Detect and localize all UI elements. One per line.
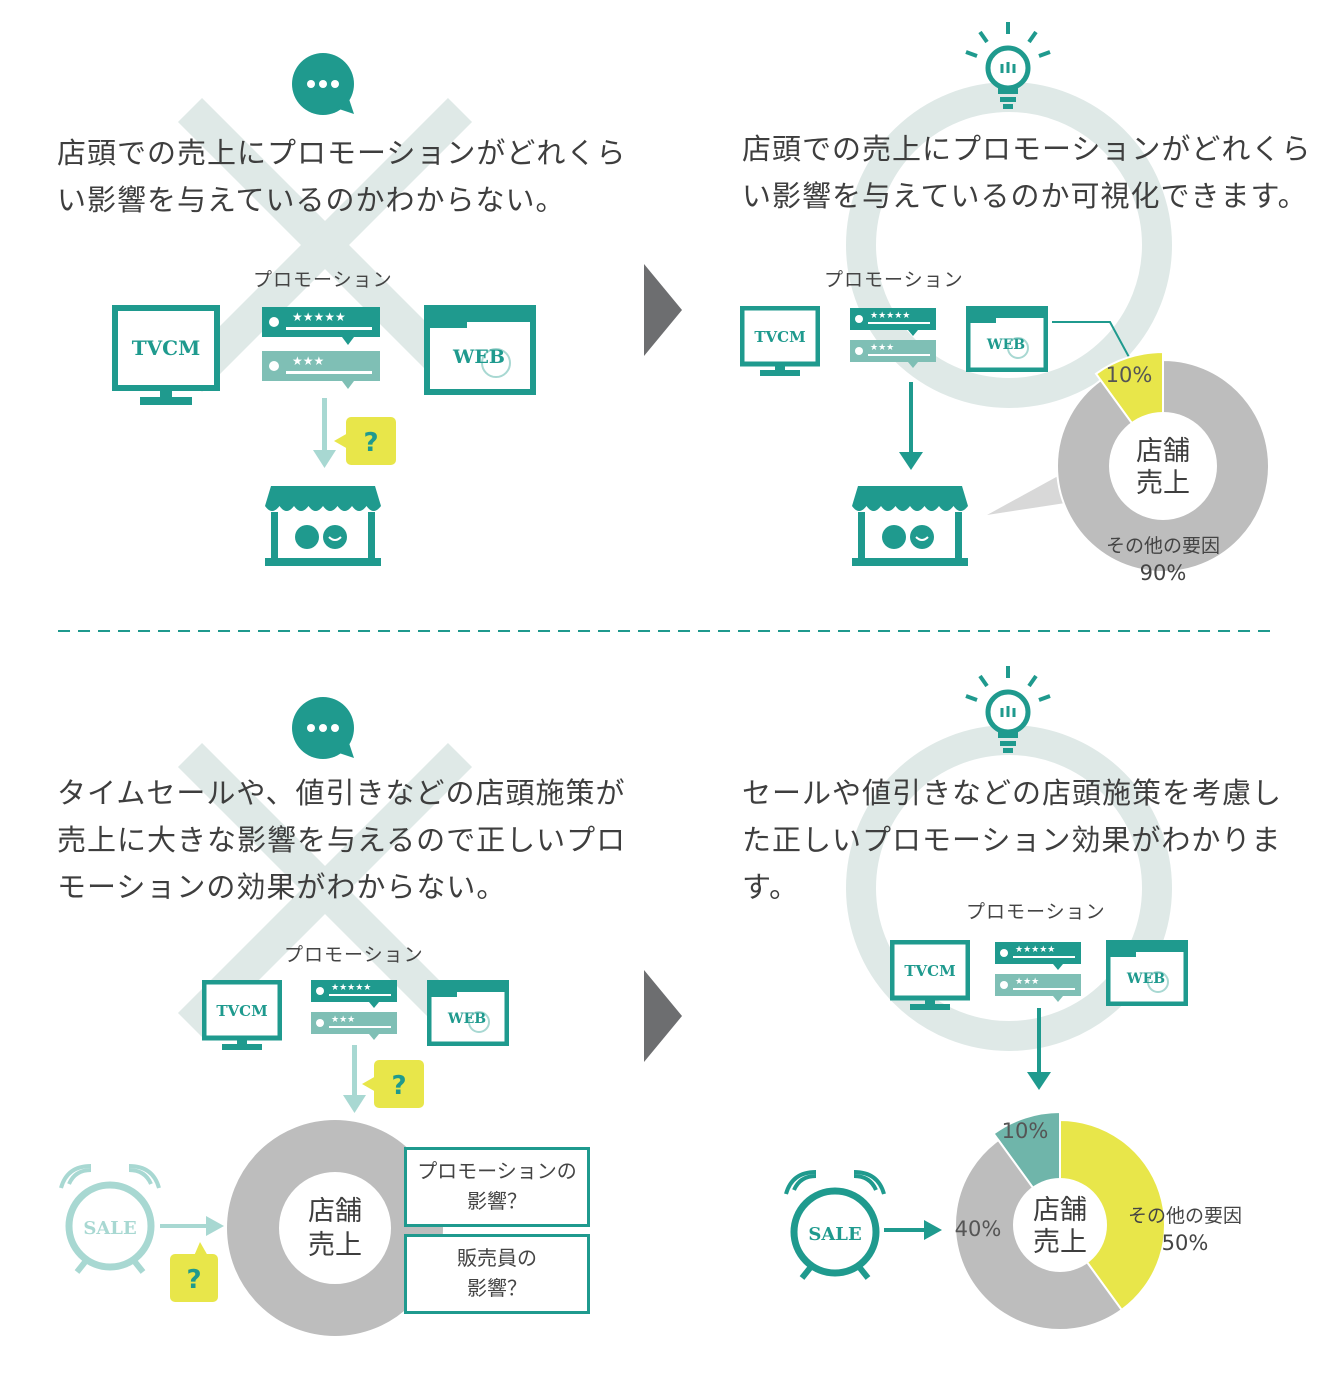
cross-mark-icon [177, 97, 473, 393]
web-folder-icon: WEB [427, 980, 509, 1046]
donut-hole [1109, 412, 1217, 520]
web-folder-icon: WEB [1106, 940, 1188, 1006]
headline-line: 店頭での売上にプロモーションがどれくら [742, 132, 1312, 166]
stars-5: ★★★★★ [331, 983, 371, 993]
center-label: 売上 [1136, 468, 1190, 499]
section-divider [58, 630, 1278, 632]
stars-5: ★★★★★ [870, 311, 910, 321]
headline-line: い影響を与えているのかわからない。 [57, 183, 566, 217]
donut-chart-sales-breakdown: 店舗 売上 10% 40% その他の要因 50% [954, 1110, 1242, 1331]
headline-line: い影響を与えているのか可視化できます。 [742, 179, 1308, 213]
promotion-label: プロモーション [966, 901, 1106, 923]
arrow-down-light [343, 1045, 366, 1113]
box-line: 影響？ [467, 1276, 527, 1300]
box-line: 販売員の [457, 1246, 537, 1270]
review-card-icon: ★★★★★ ★★★ [311, 980, 397, 1040]
speech-bubble-dots-icon [292, 53, 354, 115]
donut-hole [1013, 1178, 1107, 1272]
web-folder-icon: WEB [966, 306, 1048, 372]
lightbulb-icon [965, 666, 1051, 753]
stars-3: ★★★ [331, 1015, 355, 1025]
question-bubble-icon: ? [362, 1060, 424, 1108]
center-label: 店舗 [308, 1196, 362, 1227]
promotion-label: プロモーション [284, 944, 424, 966]
arrow-down [899, 382, 923, 470]
triangle-arrow-icon [644, 970, 682, 1062]
arrow-down-light [313, 398, 336, 468]
tvcm-label: TVCM [132, 336, 200, 360]
stars-5: ★★★★★ [292, 310, 346, 324]
stars-3: ★★★ [292, 354, 324, 368]
staff-impact-box: 販売員の 影響？ [404, 1234, 590, 1314]
store-icon [852, 486, 968, 566]
tv-monitor-icon: TVCM [740, 306, 820, 376]
headline-line: タイムセールや、値引きなどの店頭施策が [57, 776, 626, 810]
sale-label: SALE [808, 1224, 861, 1245]
tvcm-label: TVCM [216, 1002, 267, 1020]
triangle-arrow-icon [644, 264, 682, 356]
slice-label-sale: 40% [955, 1217, 1002, 1241]
stars-5: ★★★★★ [1015, 945, 1055, 955]
tv-monitor-icon: TVCM [890, 940, 970, 1010]
web-folder-icon: WEB [424, 305, 536, 395]
headline-line: セールや値引きなどの店頭施策を考慮し [742, 776, 1283, 810]
question-mark: ? [363, 428, 378, 458]
center-label: 売上 [1033, 1227, 1087, 1258]
lightbulb-icon [965, 22, 1051, 109]
tv-monitor-icon: TVCM [202, 980, 282, 1050]
slice-label-promotion: 10% [1002, 1119, 1049, 1143]
speech-bubble-dots-icon [292, 697, 354, 759]
donut-slice-1 [1058, 1118, 1166, 1312]
web-label: WEB [447, 1011, 486, 1027]
web-label: WEB [452, 346, 505, 368]
stars-3: ★★★ [1015, 977, 1039, 987]
center-label: 売上 [308, 1230, 362, 1261]
arrow-right-light [160, 1216, 224, 1236]
slice-label-promotion: 10% [1106, 363, 1153, 387]
review-card-icon: ★★★★★ ★★★ [995, 942, 1081, 1002]
headline-line: 売上に大きな影響を与えるので正しいプロ [57, 823, 627, 857]
web-label: WEB [1126, 971, 1165, 987]
promotion-label: プロモーション [253, 269, 393, 291]
store-sales-ring: 店舗 売上 [227, 1120, 443, 1336]
review-card-icon: ★★★★★ ★★★ [262, 307, 380, 389]
slice-value-other: 50% [1162, 1231, 1209, 1255]
center-label: 店舗 [1136, 436, 1190, 467]
headline-line: モーションの効果がわからない。 [57, 870, 507, 904]
arrow-down [1027, 1008, 1051, 1090]
alarm-clock-icon: SALE [784, 1170, 886, 1280]
arrow-right [884, 1220, 942, 1240]
box-line: プロモーションの [417, 1159, 577, 1183]
question-bubble-icon: ? [334, 417, 396, 465]
stars-3: ★★★ [870, 343, 894, 353]
slice-value-other: 90% [1140, 561, 1187, 585]
tvcm-label: TVCM [904, 962, 955, 980]
promotion-impact-box: プロモーションの 影響？ [404, 1147, 590, 1227]
web-label: WEB [986, 337, 1025, 353]
question-bubble-icon: ? [170, 1242, 218, 1302]
box-line: 影響？ [467, 1189, 527, 1213]
question-mark: ? [186, 1265, 201, 1295]
tvcm-label: TVCM [754, 328, 805, 346]
slice-label-other: その他の要因 [1106, 535, 1220, 557]
connector-line [1052, 321, 1137, 371]
alarm-clock-icon: SALE [59, 1164, 161, 1274]
sale-label: SALE [83, 1218, 136, 1239]
headline-line: 店頭での売上にプロモーションがどれくら [57, 136, 627, 170]
slice-label-other: その他の要因 [1128, 1205, 1242, 1227]
review-card-icon: ★★★★★ ★★★ [850, 308, 936, 368]
highlight-ring [846, 725, 1172, 1051]
center-label: 店舗 [1033, 1195, 1087, 1226]
question-mark: ? [391, 1071, 406, 1101]
donut-chart-sales: 店舗 売上 10% その他の要因 90% [987, 350, 1270, 585]
headline-line: た正しいプロモーション効果がわかります。 [742, 823, 1282, 904]
store-icon [265, 486, 381, 566]
tv-monitor-icon: TVCM [112, 305, 220, 405]
promotion-label: プロモーション [824, 269, 964, 291]
